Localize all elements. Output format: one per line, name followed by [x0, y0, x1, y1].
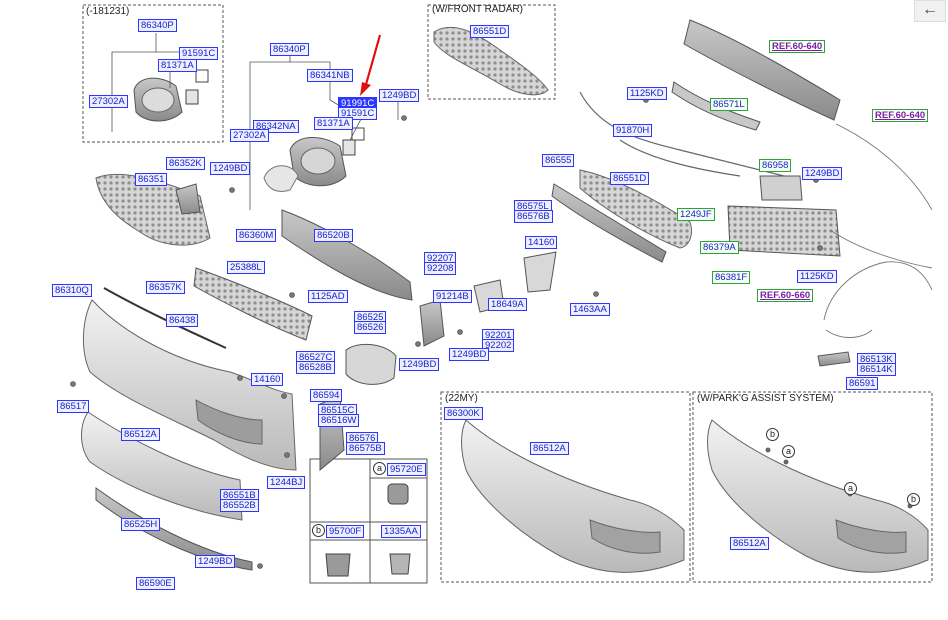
part-label-86310q[interactable]: 86310Q	[52, 284, 92, 297]
part-label-91870h[interactable]: 91870H	[613, 124, 653, 137]
frame-front-radar	[427, 4, 556, 100]
part-label-18649a[interactable]: 18649A	[488, 298, 527, 311]
part-label-86958[interactable]: 86958	[759, 159, 792, 172]
part-label-86552b[interactable]: 86552B	[220, 499, 259, 512]
ref-link-60-640-2[interactable]: REF.60-640	[872, 109, 929, 122]
red-arrow-indicator	[360, 34, 382, 96]
part-label-1125kd-2[interactable]: 1125KD	[797, 270, 837, 283]
part-label-25388l[interactable]: 25388L	[227, 261, 265, 274]
part-label-86512a-parking[interactable]: 86512A	[730, 537, 769, 550]
front-bumper-22my	[461, 419, 685, 573]
part-label-86512a-22my[interactable]: 86512A	[530, 442, 569, 455]
part-label-86526[interactable]: 86526	[354, 321, 387, 334]
part-label-86516w[interactable]: 86516W	[318, 414, 360, 427]
part-label-91214b[interactable]: 91214B	[433, 290, 472, 303]
callout-b-sensor-1: b	[766, 428, 779, 441]
callout-b-sensor-2: b	[907, 493, 920, 506]
part-label-86590e[interactable]: 86590E	[136, 577, 175, 590]
ref-link-60-660[interactable]: REF.60-660	[757, 289, 814, 302]
part-label-86340p[interactable]: 86340P	[138, 19, 177, 32]
part-label-86551d-2[interactable]: 86551D	[610, 172, 650, 185]
part-label-1125ad[interactable]: 1125AD	[308, 290, 348, 303]
frame-early-model	[82, 4, 224, 143]
back-beam	[671, 19, 841, 131]
frame-22my	[440, 391, 691, 583]
part-label-1249bd[interactable]: 1249BD	[379, 89, 420, 102]
part-label-1249bd-3[interactable]: 1249BD	[195, 555, 236, 568]
part-label-1249jf[interactable]: 1249JF	[677, 208, 715, 221]
part-label-27302a[interactable]: 27302A	[89, 95, 128, 108]
body-fender-outline	[823, 123, 933, 338]
fastener-clip	[325, 553, 411, 577]
part-label-86571l[interactable]: 86571L	[710, 98, 748, 111]
part-label-86591[interactable]: 86591	[846, 377, 879, 390]
radar-bracket-air-guard	[727, 175, 841, 257]
part-label-86517[interactable]: 86517	[57, 400, 90, 413]
part-label-86340p-2[interactable]: 86340P	[270, 43, 309, 56]
part-label-81371a[interactable]: 81371A	[158, 59, 197, 72]
part-label-86514k[interactable]: 86514K	[857, 363, 896, 376]
callout-a-sensor-1: a	[782, 445, 795, 458]
callout-b-table: b	[312, 524, 325, 537]
caption-early-model: (-181231)	[86, 6, 130, 17]
part-label-91591c-2[interactable]: 91591C	[338, 107, 378, 120]
part-label-86528b[interactable]: 86528B	[296, 361, 335, 374]
fog-lamp-housing	[263, 127, 365, 192]
part-label-86512a[interactable]: 86512A	[121, 428, 160, 441]
part-label-92208[interactable]: 92208	[424, 262, 457, 275]
part-label-86576b[interactable]: 86576B	[514, 210, 553, 223]
part-label-86341nb[interactable]: 86341NB	[307, 69, 353, 82]
part-label-86351[interactable]: 86351	[135, 173, 168, 186]
fog-lamp-housing-early	[133, 69, 209, 122]
part-label-86551d[interactable]: 86551D	[470, 25, 510, 38]
part-label-86525h[interactable]: 86525H	[121, 518, 161, 531]
part-label-95700f[interactable]: 95700F	[326, 525, 365, 538]
frame-fastener-table	[309, 458, 428, 584]
caption-parking-assist: (W/PARK'G ASSIST SYSTEM)	[697, 393, 834, 404]
part-label-81371a-2[interactable]: 81371A	[314, 117, 353, 130]
upper-grille	[551, 169, 693, 263]
part-label-86438[interactable]: 86438	[166, 314, 199, 327]
part-label-86555[interactable]: 86555	[542, 154, 575, 167]
arrow-left-icon: ←	[922, 1, 938, 18]
part-label-86379a[interactable]: 86379A	[700, 241, 739, 254]
part-label-86594[interactable]: 86594	[310, 389, 343, 402]
callout-a-table: a	[373, 462, 386, 475]
part-label-1335aa[interactable]: 1335AA	[381, 525, 421, 538]
caption-22my: (22MY)	[445, 393, 478, 404]
part-label-86575b[interactable]: 86575B	[346, 442, 385, 455]
part-label-86357k[interactable]: 86357K	[146, 281, 185, 294]
part-label-92202[interactable]: 92202	[482, 339, 515, 352]
fastener-sensor	[387, 483, 409, 505]
part-label-1249bd-5[interactable]: 1249BD	[399, 358, 440, 371]
part-label-14160-2[interactable]: 14160	[525, 236, 558, 249]
part-label-95720e[interactable]: 95720E	[387, 463, 426, 476]
part-label-1249bd-2[interactable]: 1249BD	[210, 162, 251, 175]
part-label-86381f[interactable]: 86381F	[712, 271, 751, 284]
front-bumper-parking	[707, 419, 929, 573]
part-label-1244bj[interactable]: 1244BJ	[267, 476, 306, 489]
part-label-27302a-2[interactable]: 27302A	[230, 129, 269, 142]
part-label-14160[interactable]: 14160	[251, 373, 284, 386]
part-label-1249bd-4[interactable]: 1249BD	[449, 348, 490, 361]
part-label-86360m[interactable]: 86360M	[236, 229, 277, 242]
side-reflector	[817, 351, 851, 367]
callout-a-sensor-2: a	[844, 482, 857, 495]
back-button[interactable]: ←	[914, 0, 946, 22]
caption-front-radar: (W/FRONT RADAR)	[432, 4, 523, 15]
ref-link-60-640[interactable]: REF.60-640	[769, 40, 826, 53]
frame-parking-assist	[692, 391, 933, 583]
part-label-86300k[interactable]: 86300K	[444, 407, 483, 420]
part-label-86352k[interactable]: 86352K	[166, 157, 205, 170]
part-label-91591c[interactable]: 91591C	[179, 47, 219, 60]
part-label-1463aa[interactable]: 1463AA	[570, 303, 610, 316]
part-label-1125kd[interactable]: 1125KD	[627, 87, 667, 100]
part-label-1249bd-6[interactable]: 1249BD	[802, 167, 843, 180]
part-label-86520b[interactable]: 86520B	[314, 229, 353, 242]
